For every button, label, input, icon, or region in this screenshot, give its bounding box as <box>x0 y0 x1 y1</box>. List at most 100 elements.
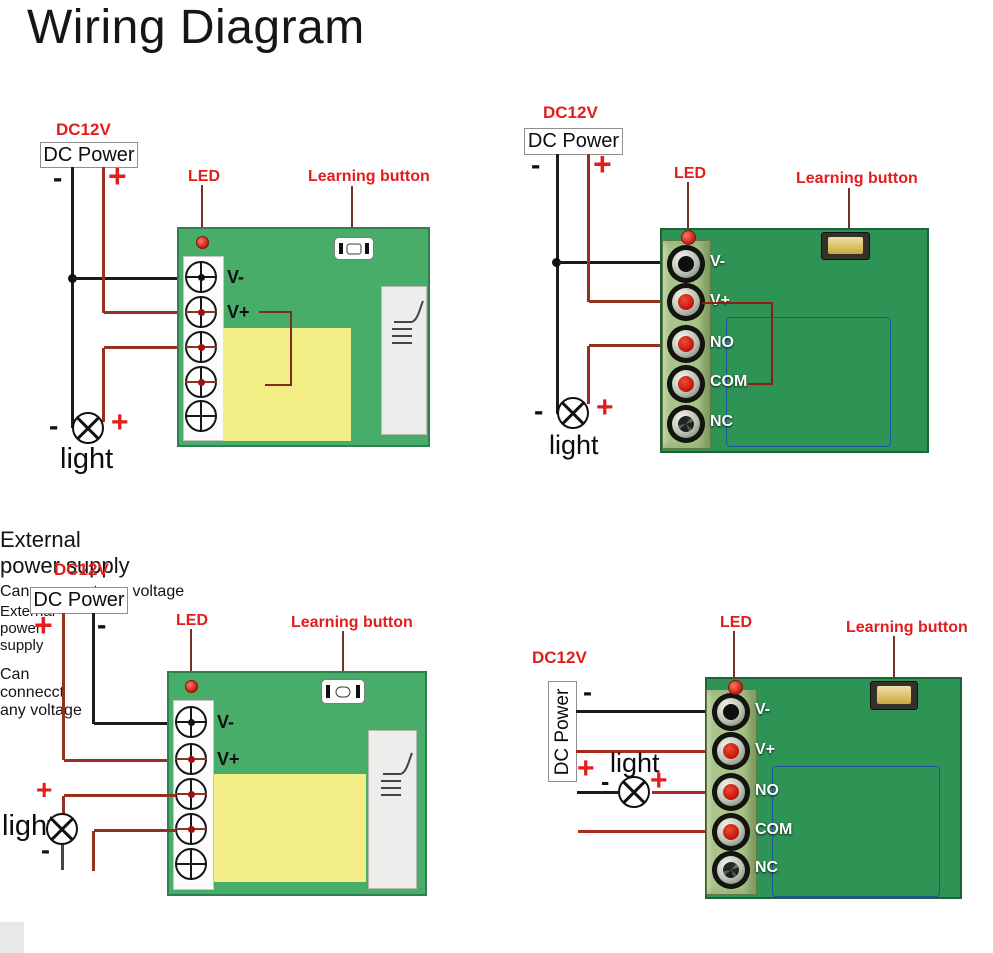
learning-button <box>334 237 374 260</box>
plus-sign: + <box>108 158 127 194</box>
plus-sign: + <box>577 752 595 785</box>
terminal-no <box>668 326 704 362</box>
relay-blue <box>772 766 940 897</box>
wire-junction-dot <box>552 258 561 267</box>
jumper-vplus-com <box>771 302 773 385</box>
jumper-vplus-com <box>259 311 292 313</box>
terminal-com <box>185 366 217 398</box>
wire-to-no <box>104 346 188 349</box>
led-label: LED <box>674 165 706 182</box>
wire-to-vminus <box>94 722 176 725</box>
capacitor <box>0 304 48 352</box>
wire-supply-to-light <box>577 791 618 794</box>
light-minus-sign: - <box>49 410 59 441</box>
terminal-label: NC <box>755 859 779 876</box>
light-plus-sign: + <box>36 774 53 805</box>
ic-chip <box>0 285 28 304</box>
dc-power-label: DC Power <box>551 688 573 775</box>
wire-to-no <box>589 344 671 347</box>
external-line: supply <box>0 637 44 654</box>
transistor <box>0 352 34 392</box>
lamp-icon <box>618 776 650 808</box>
ic-chip <box>0 262 34 285</box>
wire-to-vminus <box>576 710 715 713</box>
relay-blue <box>726 317 891 447</box>
terminal-no <box>185 331 217 363</box>
learning-button <box>870 681 918 710</box>
terminal-nc <box>185 400 217 432</box>
wire-to-no <box>64 794 176 797</box>
wire-light-to-no <box>652 791 715 794</box>
antenna-coil-icon <box>392 300 424 344</box>
button-pin-left <box>326 685 330 698</box>
antenna-coil-icon <box>381 752 413 796</box>
wire-to-vplus <box>64 759 176 762</box>
led-indicator <box>185 680 198 693</box>
terminal-no <box>713 774 749 810</box>
minus-sign: - <box>583 677 592 707</box>
light-minus-sign: - <box>601 768 610 796</box>
terminal-v-plus <box>713 733 749 769</box>
dc-power-box: DC Power <box>40 142 138 168</box>
jumper-vplus-com <box>290 311 292 386</box>
led-indicator <box>681 230 696 245</box>
terminal-v-minus <box>185 261 217 293</box>
light-label: light <box>60 443 114 475</box>
terminal-label: NO <box>755 782 779 799</box>
terminal-label: V- <box>755 701 771 718</box>
minus-sign: - <box>531 149 541 180</box>
dc-power-box: DC Power <box>524 128 623 155</box>
led-leader-line <box>687 182 689 231</box>
button-pin-left <box>339 242 343 255</box>
external-power-supply-box: External power supply <box>0 525 139 583</box>
light-minus-sign: - <box>41 835 50 865</box>
terminal-v-plus <box>668 284 704 320</box>
dc-power-box: DC Power <box>548 681 577 782</box>
antenna-component <box>368 730 417 889</box>
terminal-v-minus <box>668 246 704 282</box>
wire-positive <box>587 154 590 302</box>
wire-positive <box>102 167 105 313</box>
learning-leader-line <box>848 188 850 237</box>
wire-light-to-supply <box>61 845 64 870</box>
wire-negative <box>92 613 95 724</box>
learning-button-label: Learning button <box>308 168 430 185</box>
led-leader-line <box>190 629 192 678</box>
learning-button <box>821 232 870 260</box>
voltage-note: Can connecct any voltage <box>0 583 185 600</box>
led-label: LED <box>176 612 208 629</box>
terminal-label: V+ <box>755 741 776 758</box>
learning-button <box>321 679 365 704</box>
learning-button-label: Learning button <box>291 614 413 631</box>
lamp-icon <box>46 813 78 845</box>
terminal-nc <box>668 406 704 442</box>
terminal-label: COM <box>710 373 748 390</box>
lamp-icon <box>557 397 589 429</box>
jumper-vplus-com <box>748 383 773 385</box>
led-leader-line <box>733 631 735 678</box>
led-leader-line <box>201 185 203 235</box>
plus-sign: + <box>34 607 53 643</box>
learning-leader-line <box>893 636 895 681</box>
led-label: LED <box>188 168 220 185</box>
wire-no-to-light <box>587 346 590 404</box>
wire-positive <box>62 613 65 760</box>
dc12v-label: DC12V <box>543 103 598 122</box>
wire-negative <box>71 167 74 428</box>
jumper-vplus-com <box>265 384 292 386</box>
voltage-note: Can connecct any voltage <box>0 666 90 720</box>
page-title: Wiring Diagram <box>27 1 365 54</box>
external-line: External <box>0 527 81 552</box>
dc12v-label: DC12V <box>532 648 587 667</box>
button-pin-right <box>356 685 360 698</box>
learning-leader-line <box>351 186 353 237</box>
terminal-label: NC <box>710 413 734 430</box>
light-label: light <box>549 430 599 460</box>
jumper-vplus-com <box>702 302 773 304</box>
dc12v-label: DC12V <box>54 560 109 579</box>
external-power-supply-box: External power supply <box>0 601 72 666</box>
wire-to-vplus <box>104 311 188 314</box>
voltage-note-line: Can connecct <box>0 666 65 701</box>
external-line: power supply <box>0 553 130 578</box>
